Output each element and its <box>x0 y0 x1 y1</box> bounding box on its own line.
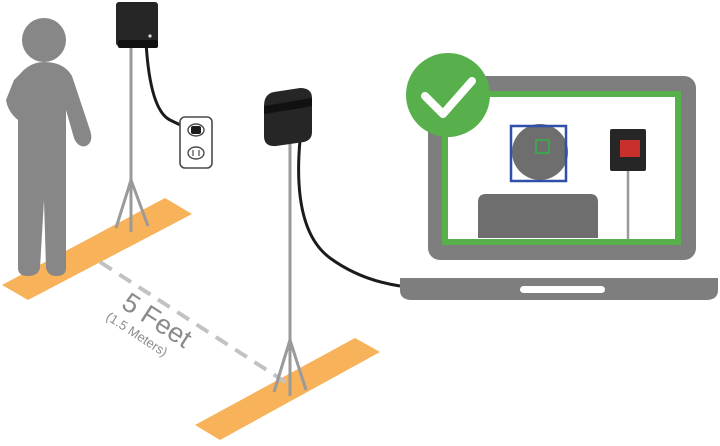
tripod-left <box>114 48 150 232</box>
face-detection-inner-box <box>535 139 550 154</box>
distance-label-group: 5 Feet (1.5 Meters) <box>104 287 198 360</box>
person-icon <box>6 18 92 276</box>
device-center-cable <box>297 139 401 288</box>
wall-outlet-icon <box>179 116 213 169</box>
tripod-center <box>272 142 308 396</box>
floor-marker-right <box>195 338 380 440</box>
screen-device <box>610 129 646 239</box>
distance-dashed-line <box>98 260 292 387</box>
floor-marker-left <box>2 198 192 300</box>
camera-box-icon <box>116 2 158 48</box>
camera-box-center <box>264 88 312 147</box>
face-detection-box <box>509 124 568 183</box>
check-icon <box>406 53 490 137</box>
